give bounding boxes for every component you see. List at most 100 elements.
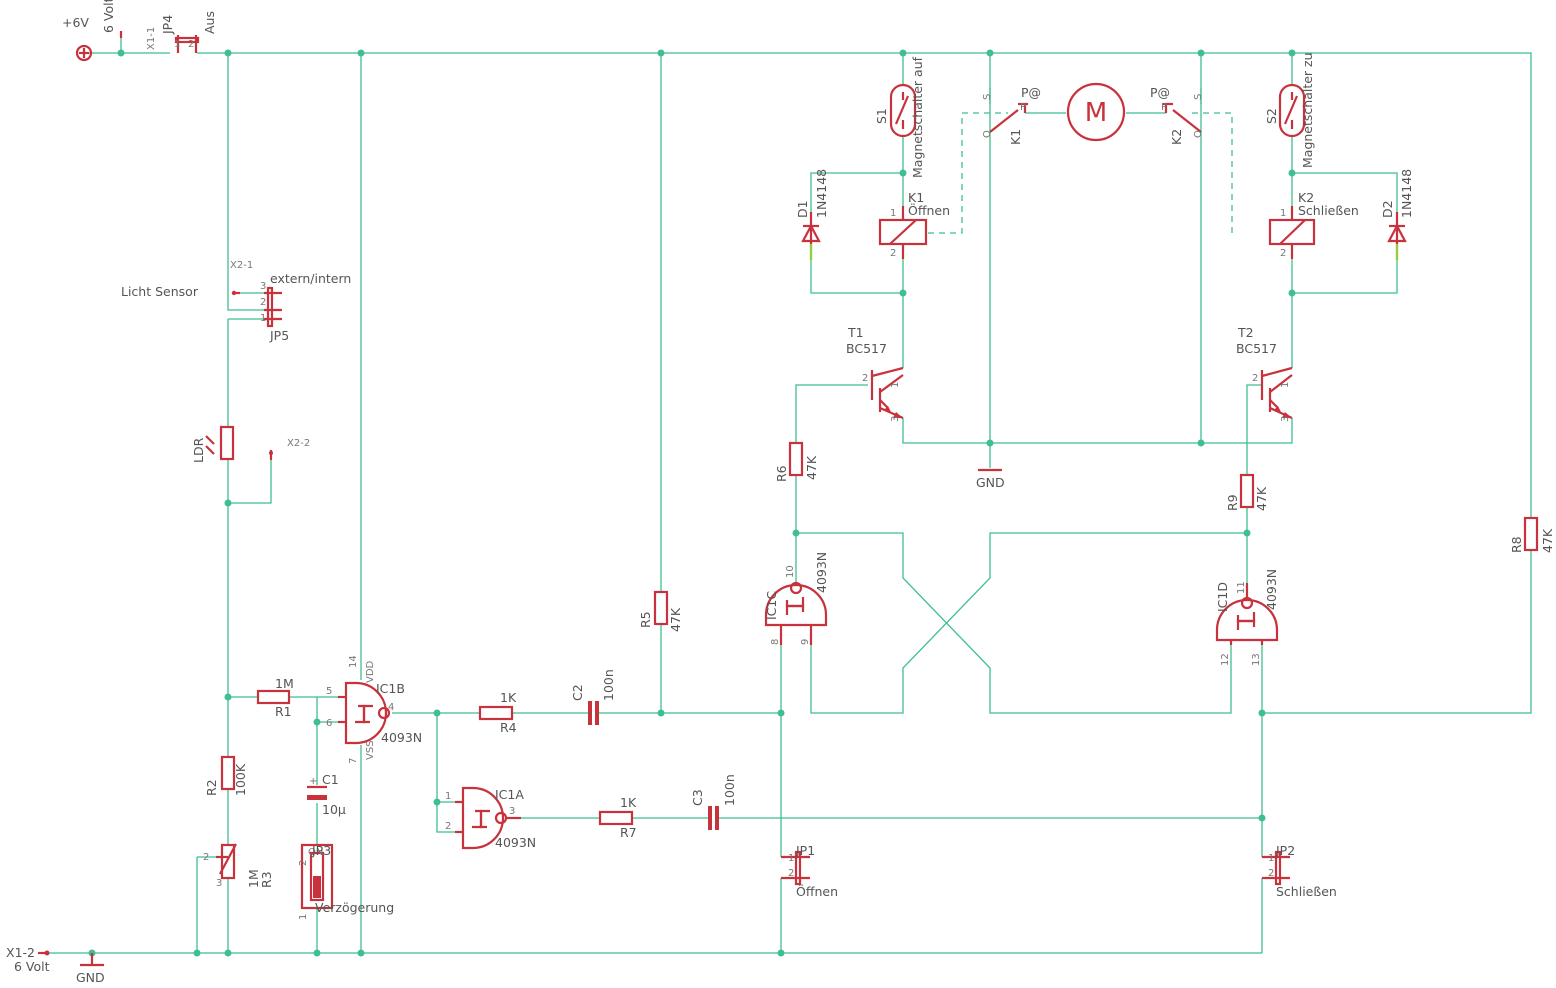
d2-name: D2 (1380, 200, 1395, 218)
ldr-name: LDR (191, 437, 206, 463)
r5-name: R5 (638, 611, 653, 628)
relay-k1-coil: 1 2 K1 Öffnen (878, 190, 950, 259)
jp5-name: JP5 (269, 328, 289, 343)
ldr: LDR X2-2 (191, 425, 310, 463)
k1-s: S (982, 94, 993, 100)
gate-ic1b: 5 6 4 14 7 VDD VSS IC1B 4093N (326, 655, 422, 764)
r9-value: 47K (1254, 486, 1269, 511)
k1-contact-name: K1 (1008, 129, 1023, 145)
relay-k2-contact: S P P@ O K2 (1150, 85, 1204, 145)
capacitor-c1: + C1 10µ (307, 772, 346, 817)
k1-coil1: 1 (890, 208, 896, 219)
r6-value: 47K (804, 455, 819, 480)
r8-value: 47K (1540, 528, 1555, 553)
k2-o: O (1193, 130, 1204, 138)
reed-switch-s1: S1 Magnetschalter auf (874, 56, 925, 178)
ic1b-pin6: 6 (326, 718, 332, 729)
r6-name: R6 (774, 465, 789, 482)
ic1c-name: IC1C (764, 591, 779, 620)
r7-value: 1K (620, 795, 637, 810)
c3-value: 100n (722, 774, 737, 806)
k2-contact-name: K2 (1169, 129, 1184, 145)
k2-name: K2 (1298, 190, 1314, 205)
junctions (88, 49, 1296, 957)
jp1-pin1: 1 (788, 853, 794, 864)
ic1a-pin3: 3 (509, 806, 515, 817)
r2-name: R2 (204, 779, 219, 796)
c1-name: C1 (322, 772, 339, 787)
gate-ic1d: IC1D 4093N 11 12 13 (1215, 569, 1279, 666)
r5-value: 47K (668, 607, 683, 632)
jp1-value: Öffnen (796, 883, 838, 899)
gate-ic1c: IC1C 4093N 10 8 9 (764, 552, 829, 645)
jp5-value: extern/intern (270, 271, 351, 286)
t1-value: BC517 (846, 341, 887, 356)
jp5-pin1: 1 (260, 313, 266, 324)
jp2-pin2: 2 (1268, 868, 1274, 879)
ic1b-vdd: VDD (365, 660, 376, 683)
jp2-value: Schließen (1276, 884, 1337, 899)
c1-value: 10µ (322, 802, 346, 817)
k2-p: P (1161, 102, 1167, 113)
k1-coil2: 2 (890, 248, 896, 259)
ic1b-name: IC1B (376, 681, 405, 696)
resistor-r6: R6 47K (774, 441, 819, 482)
ic1d-pin11: 11 (1236, 581, 1247, 594)
k2-coil1: 1 (1280, 208, 1286, 219)
r4-value: 1K (500, 690, 517, 705)
jp3-value: Verzögerung (315, 900, 394, 915)
t2-value: BC517 (1236, 341, 1277, 356)
transistor-t2: 2 1 3 T2 BC517 (1236, 325, 1293, 422)
jp4-pin1: 1 (174, 39, 180, 50)
supply-voltage-label: +6V (62, 15, 89, 30)
r7-name: R7 (620, 825, 637, 840)
ic1c-value: 4093N (814, 552, 829, 593)
wires (47, 35, 1532, 954)
d1-value: 1N4148 (814, 169, 829, 218)
capacitor-c2: C2 100n (570, 669, 616, 725)
resistor-r5: R5 47K (638, 590, 683, 632)
potentiometer-r3: 2 3 1M R3 (203, 843, 274, 889)
switch-jp3: ON 2 1 JP3 Verzögerung (298, 843, 394, 920)
ground-terminal: X1-2 6 Volt GND (6, 945, 105, 985)
resistor-r9: R9 47K (1225, 473, 1269, 511)
jp3-pin2: 2 (298, 860, 309, 866)
ic1b-pin4: 4 (388, 702, 394, 713)
resistor-r8: R8 47K (1509, 516, 1555, 553)
ic1a-pin1: 1 (445, 791, 451, 802)
k2-coil2: 2 (1280, 248, 1286, 259)
gnd-volt-label: 6 Volt (14, 959, 50, 974)
r3-pin3: 3 (216, 878, 222, 889)
jp5-pin2: 2 (260, 297, 266, 308)
t2-name: T2 (1237, 325, 1254, 340)
licht-sensor-label: Licht Sensor (121, 284, 199, 299)
ic1b-value: 4093N (381, 730, 422, 745)
motor-ground: GND (976, 468, 1005, 490)
jp4-value: Aus (202, 11, 217, 34)
jp2-pin1: 1 (1268, 853, 1274, 864)
r1-name: R1 (275, 704, 292, 719)
jumper-jp5: 3 2 1 extern/intern JP5 Licht Sensor X2-… (121, 260, 351, 343)
jp2-name: JP2 (1275, 843, 1295, 858)
gnd-motor-label: GND (976, 475, 1005, 490)
k1-pa: P@ (1021, 85, 1041, 100)
ic1d-value: 4093N (1264, 569, 1279, 610)
jumper-jp2: 1 2 JP2 Schließen (1262, 843, 1337, 899)
r3-value: 1M (246, 869, 261, 888)
jp4-pin2: 2 (188, 39, 194, 50)
transistor-t1: 2 1 3 T1 BC517 (846, 325, 904, 422)
ic1b-pin7: 7 (348, 758, 359, 764)
d1-name: D1 (795, 200, 810, 218)
d2-value: 1N4148 (1399, 169, 1414, 218)
t1-pin1: 1 (890, 382, 901, 388)
relay-k1-contact: S P P@ O K1 (982, 85, 1041, 145)
ic1c-pin8: 8 (770, 639, 781, 645)
motor-m: M (1066, 82, 1126, 142)
ic1b-pin5: 5 (326, 686, 332, 697)
t2-pin3: 3 (1280, 416, 1291, 422)
x2-1-label: X2-1 (230, 260, 253, 271)
resistor-r7: 1K R7 (598, 795, 637, 840)
k1-o: O (982, 130, 993, 138)
capacitor-c3: C3 100n (690, 774, 737, 830)
jp3-on: ON (308, 847, 323, 858)
